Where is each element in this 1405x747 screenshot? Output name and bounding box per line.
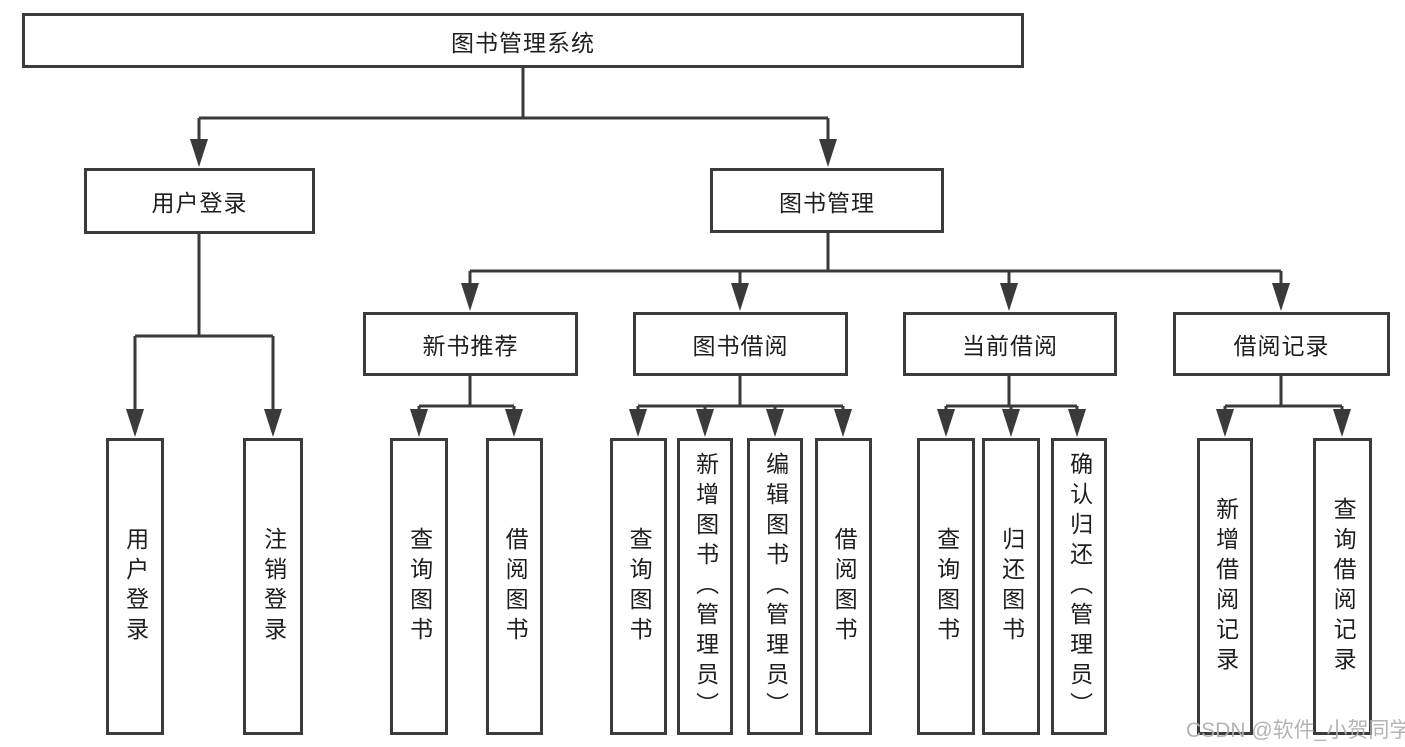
node-label: 新增借阅记录 — [1212, 496, 1239, 677]
node-library-management-system: 图书管理系统 — [22, 13, 1024, 68]
node-label: 归还图书 — [998, 526, 1025, 647]
connector-root-to-level2 — [190, 68, 837, 167]
node-label: 借阅图书 — [831, 526, 858, 647]
arrow-down-icon — [834, 409, 852, 437]
node-label: 新书推荐 — [422, 333, 519, 359]
arrow-down-icon — [1333, 409, 1351, 437]
leaf-query-books-recommend: 查询图书 — [390, 438, 448, 735]
arrow-down-icon — [410, 409, 428, 437]
arrow-down-icon — [1000, 283, 1018, 311]
arrow-down-icon — [505, 409, 523, 437]
node-label: 当前借阅 — [962, 333, 1058, 359]
leaf-query-books-current: 查询图书 — [917, 438, 975, 735]
node-book-borrow: 图书借阅 — [633, 312, 848, 376]
node-label: 注销登录 — [260, 526, 287, 647]
node-new-book-recommend: 新书推荐 — [363, 312, 578, 376]
connector-borrow-records-to-leaves — [1216, 376, 1351, 437]
connector-current-borrow-to-leaves — [937, 376, 1086, 437]
node-label: 图书管理 — [779, 189, 875, 216]
node-label: 查询图书 — [933, 526, 960, 647]
connector-book-borrow-to-leaves — [629, 376, 852, 437]
node-label: 用户登录 — [122, 526, 149, 647]
arrow-down-icon — [1216, 409, 1234, 437]
node-label: 新增图书（管理员） — [692, 451, 719, 722]
arrow-down-icon — [937, 409, 955, 437]
leaf-add-books-admin: 新增图书（管理员） — [677, 438, 733, 735]
leaf-confirm-return-admin: 确认归还（管理员） — [1051, 438, 1107, 735]
arrow-down-icon — [696, 409, 714, 437]
arrow-down-icon — [126, 409, 144, 437]
leaf-query-books-borrow: 查询图书 — [610, 438, 667, 735]
csdn-watermark: CSDN @软件_小贺同学 — [1186, 719, 1405, 742]
node-borrow-records: 借阅记录 — [1173, 312, 1390, 376]
node-label: 用户登录 — [151, 190, 248, 216]
leaf-logout: 注销登录 — [243, 438, 303, 735]
connector-new-book-recommend-to-leaves — [410, 376, 523, 437]
arrow-down-icon — [766, 409, 784, 437]
node-label: 借阅记录 — [1233, 333, 1330, 359]
node-label: 查询借阅记录 — [1330, 496, 1357, 677]
leaf-query-borrow-record: 查询借阅记录 — [1313, 438, 1372, 735]
arrow-down-icon — [190, 139, 208, 167]
node-label: 编辑图书（管理员） — [762, 451, 789, 722]
arrow-down-icon — [629, 409, 647, 437]
node-label: 借阅图书 — [502, 526, 529, 647]
connector-book-management-to-level3 — [461, 233, 1290, 311]
arrow-down-icon — [1068, 409, 1086, 437]
leaf-return-books: 归还图书 — [982, 438, 1040, 735]
node-user-login-branch: 用户登录 — [84, 168, 315, 234]
leaf-borrow-books-recommend: 借阅图书 — [486, 438, 543, 735]
arrow-down-icon — [731, 283, 749, 311]
node-label: 确认归还（管理员） — [1066, 451, 1093, 722]
node-label: 查询图书 — [406, 526, 433, 647]
leaf-user-login: 用户登录 — [106, 438, 164, 735]
arrow-down-icon — [1272, 283, 1290, 311]
arrow-down-icon — [1002, 409, 1020, 437]
leaf-edit-books-admin: 编辑图书（管理员） — [747, 438, 803, 735]
arrow-down-icon — [461, 283, 479, 311]
node-label: 查询图书 — [626, 526, 653, 647]
node-book-management: 图书管理 — [710, 168, 944, 233]
connector-user-login-to-leaves — [126, 234, 282, 437]
arrow-down-icon — [264, 409, 282, 437]
leaf-add-borrow-record: 新增借阅记录 — [1197, 438, 1253, 735]
node-label: 图书借阅 — [692, 333, 789, 359]
leaf-borrow-books: 借阅图书 — [815, 438, 872, 735]
node-label: 图书管理系统 — [451, 29, 595, 56]
arrow-down-icon — [819, 139, 837, 167]
node-current-borrow: 当前借阅 — [903, 312, 1117, 376]
